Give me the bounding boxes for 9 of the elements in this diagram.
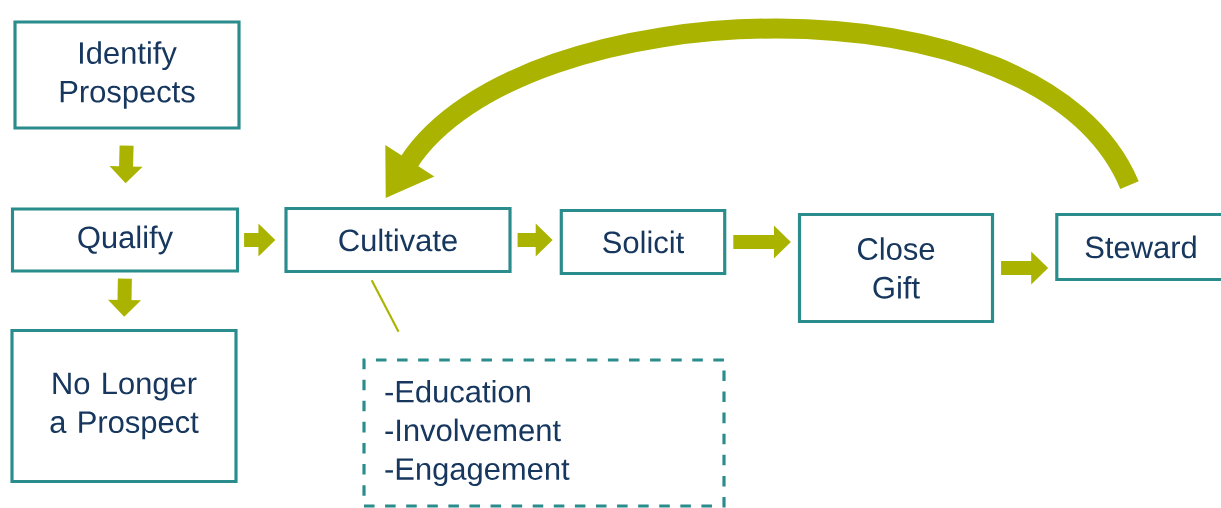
- process-box: Qualify: [10, 207, 240, 273]
- note-box: -Education -Involvement -Engagement: [362, 358, 726, 508]
- process-box: Close Gift: [797, 212, 995, 324]
- process-box: Identify Prospects: [13, 20, 241, 130]
- process-box: Steward: [1055, 212, 1221, 282]
- process-box: No Longer a Prospect: [10, 328, 238, 484]
- leader-line: [370, 279, 400, 333]
- process-box: Solicit: [559, 208, 727, 276]
- process-box: Cultivate: [284, 206, 512, 274]
